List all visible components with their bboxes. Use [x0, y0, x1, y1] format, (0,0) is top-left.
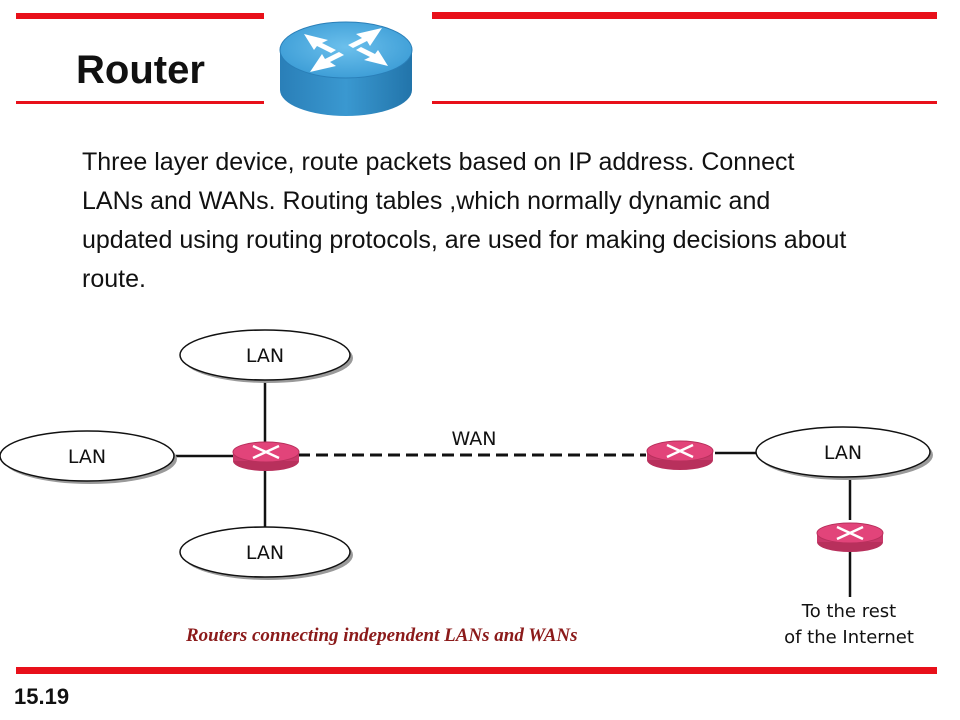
lan-bottom-label: LAN: [246, 542, 284, 564]
lan-right: LAN: [755, 426, 933, 480]
footer-rule: [16, 667, 937, 674]
figure-caption: Routers connecting independent LANs and …: [186, 625, 578, 646]
lan-left: LAN: [0, 430, 177, 484]
lan-right-label: LAN: [824, 442, 862, 464]
lan-top-label: LAN: [246, 345, 284, 367]
lan-top: LAN: [179, 329, 353, 383]
internet-label-line1: To the rest: [801, 601, 896, 622]
slide-title: Router: [76, 48, 205, 92]
top-rule-left: [16, 13, 264, 19]
top-rule-right: [432, 12, 937, 19]
lan-left-label: LAN: [68, 446, 106, 468]
internet-label-line2: of the Internet: [784, 627, 914, 648]
router-x-icon: [646, 440, 714, 470]
wan-label: WAN: [452, 428, 497, 450]
slide-number: 15.19: [14, 684, 70, 709]
slide-body-text: Three layer device, route packets based …: [82, 148, 847, 293]
router-x-icon: [816, 522, 884, 552]
title-underline-left: [16, 101, 264, 104]
title-underline-right: [432, 101, 937, 104]
lan-bottom: LAN: [179, 526, 353, 580]
router-x-icon: [232, 441, 300, 471]
router-cylinder-icon: [279, 21, 413, 116]
